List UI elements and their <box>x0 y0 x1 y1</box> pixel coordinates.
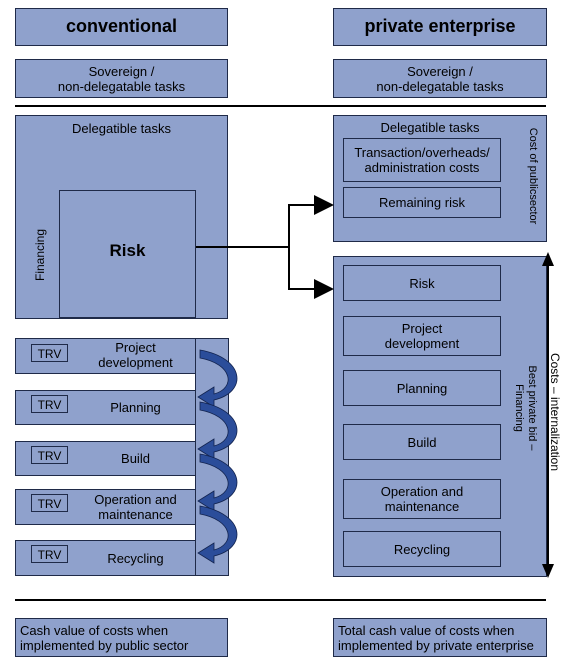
risk-left-text: Risk <box>109 241 146 260</box>
trv-label: TRV <box>37 347 62 361</box>
risk-left-box: Risk <box>59 190 196 318</box>
transaction-box: Transaction/overheads/ administration co… <box>343 138 501 182</box>
arrow-head-bottom <box>542 564 554 578</box>
trv-label: TRV <box>37 548 62 562</box>
item-planning-label: Planning <box>396 381 448 396</box>
phase-planning-label: Planning <box>110 400 161 415</box>
trv-box: TRV <box>31 395 68 413</box>
connector-risk-line <box>196 195 334 248</box>
connector-risk-line-2 <box>288 247 334 299</box>
phase-row-project: TRV Project development <box>15 338 196 374</box>
item-planning: Planning <box>343 370 501 406</box>
flow-arrow-3 <box>197 453 238 512</box>
item-recycling-label: Recycling <box>393 542 451 557</box>
item-project: Project development <box>343 316 501 356</box>
trv-box: TRV <box>31 545 68 563</box>
sovereign-right-text: Sovereign / non-delegatable tasks <box>376 64 504 94</box>
flow-arrow-1 <box>197 349 238 408</box>
footer-left-text: Cash value of costs when implemented by … <box>20 623 189 653</box>
flow-arrow-4 <box>197 505 238 564</box>
private-bid-box <box>333 256 547 577</box>
phase-recycling-label: Recycling <box>107 551 164 566</box>
header-conventional-box: conventional <box>15 8 228 46</box>
sovereign-left-box: Sovereign / non-delegatable tasks <box>15 59 228 98</box>
phase-row-operation: TRV Operation and maintenance <box>15 489 196 525</box>
trv-label: TRV <box>37 497 62 511</box>
sovereign-right-box: Sovereign / non-delegatable tasks <box>333 59 547 98</box>
item-risk-label: Risk <box>409 276 435 291</box>
phase-flow-arrows <box>197 349 238 564</box>
phase-row-recycling: TRV Recycling <box>15 540 196 576</box>
item-build: Build <box>343 424 501 460</box>
item-operation: Operation and maintenance <box>343 479 501 519</box>
delegable-right-title: Delegatible tasks <box>380 120 480 135</box>
trv-box: TRV <box>31 446 68 464</box>
sovereign-left-text: Sovereign / non-delegatable tasks <box>57 64 186 94</box>
phase-project-label: Project development <box>98 340 173 370</box>
item-project-label: Project development <box>384 321 460 351</box>
item-recycling: Recycling <box>343 531 501 567</box>
footer-right-box: Total cash value of costs when implement… <box>333 618 547 657</box>
remaining-risk-box: Remaining risk <box>343 187 501 218</box>
item-operation-label: Operation and maintenance <box>380 484 464 514</box>
footer-right-text: Total cash value of costs when implement… <box>338 623 534 653</box>
phase-row-build: TRV Build <box>15 441 196 476</box>
delegable-left-title: Delegatible tasks <box>72 121 171 136</box>
flow-arrow-2 <box>197 401 238 460</box>
phase-operation-label: Operation and maintenance <box>94 492 177 522</box>
divider-top <box>15 105 546 107</box>
trv-label: TRV <box>37 398 62 412</box>
header-private: private enterprise <box>364 16 516 36</box>
item-risk: Risk <box>343 265 501 301</box>
divider-bottom <box>15 599 546 601</box>
remaining-risk-text: Remaining risk <box>379 195 465 210</box>
arrow-head-top <box>542 252 554 266</box>
footer-left-box: Cash value of costs when implemented by … <box>15 618 228 657</box>
header-private-box: private enterprise <box>333 8 547 46</box>
trv-box: TRV <box>31 344 68 362</box>
phase-row-planning: TRV Planning <box>15 390 196 425</box>
transaction-text: Transaction/overheads/ administration co… <box>354 145 490 175</box>
header-conventional: conventional <box>65 16 177 36</box>
trv-label: TRV <box>37 449 62 463</box>
phase-build-label: Build <box>121 451 150 466</box>
trv-box: TRV <box>31 494 68 512</box>
item-build-label: Build <box>407 435 437 450</box>
